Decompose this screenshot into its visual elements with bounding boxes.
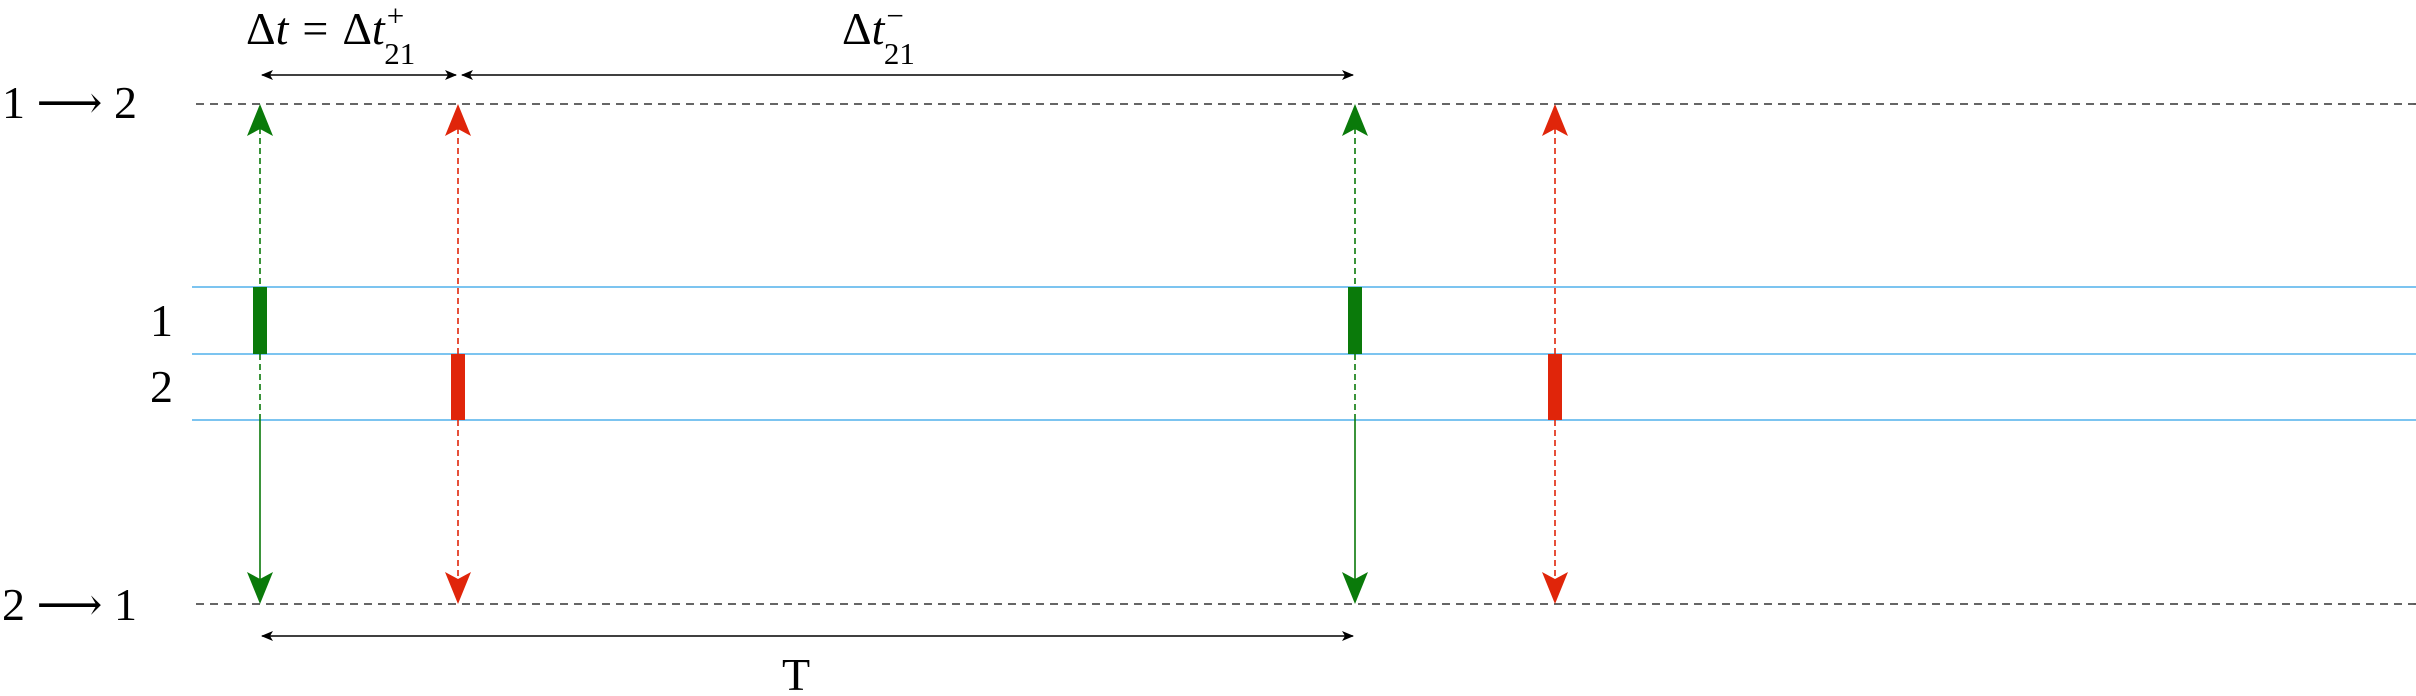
t-symbol: t (276, 3, 290, 54)
red-arrowhead-up (445, 104, 471, 136)
bottom-transition-label: 2 ⟶ 1 (2, 579, 137, 630)
top-transition-label: 1 ⟶ 2 (2, 77, 137, 128)
superscript-plus: + (387, 0, 404, 33)
level-1-label: 1 (150, 295, 173, 346)
red-event-first (445, 104, 471, 604)
green-arrowhead-down (1342, 572, 1368, 604)
delta-symbol: Δ (842, 3, 872, 54)
subscript-21: 21 (384, 36, 415, 71)
red-arrowhead-up (1542, 104, 1568, 136)
red-arrowhead-down (1542, 572, 1568, 604)
level-2-label: 2 (150, 361, 173, 412)
green-arrowhead-down (247, 572, 273, 604)
t-symbol: t (372, 3, 386, 54)
superscript-minus: − (886, 0, 903, 33)
green-event-first (247, 104, 273, 604)
red-event-second (1542, 104, 1568, 604)
green-event-second (1342, 104, 1368, 604)
subscript-21: 21 (884, 36, 915, 71)
green-arrowhead-up (1342, 104, 1368, 136)
equals-sign: = (302, 3, 328, 54)
delta-symbol: Δ (342, 3, 372, 54)
delta-symbol: Δ (246, 3, 276, 54)
delta-t-label: Δt=Δt+21 (246, 0, 415, 71)
period-label: T (782, 649, 810, 696)
green-arrowhead-up (247, 104, 273, 136)
delta-t-minus-label: Δt−21 (842, 0, 915, 71)
red-arrowhead-down (445, 572, 471, 604)
t-symbol: t (872, 3, 886, 54)
